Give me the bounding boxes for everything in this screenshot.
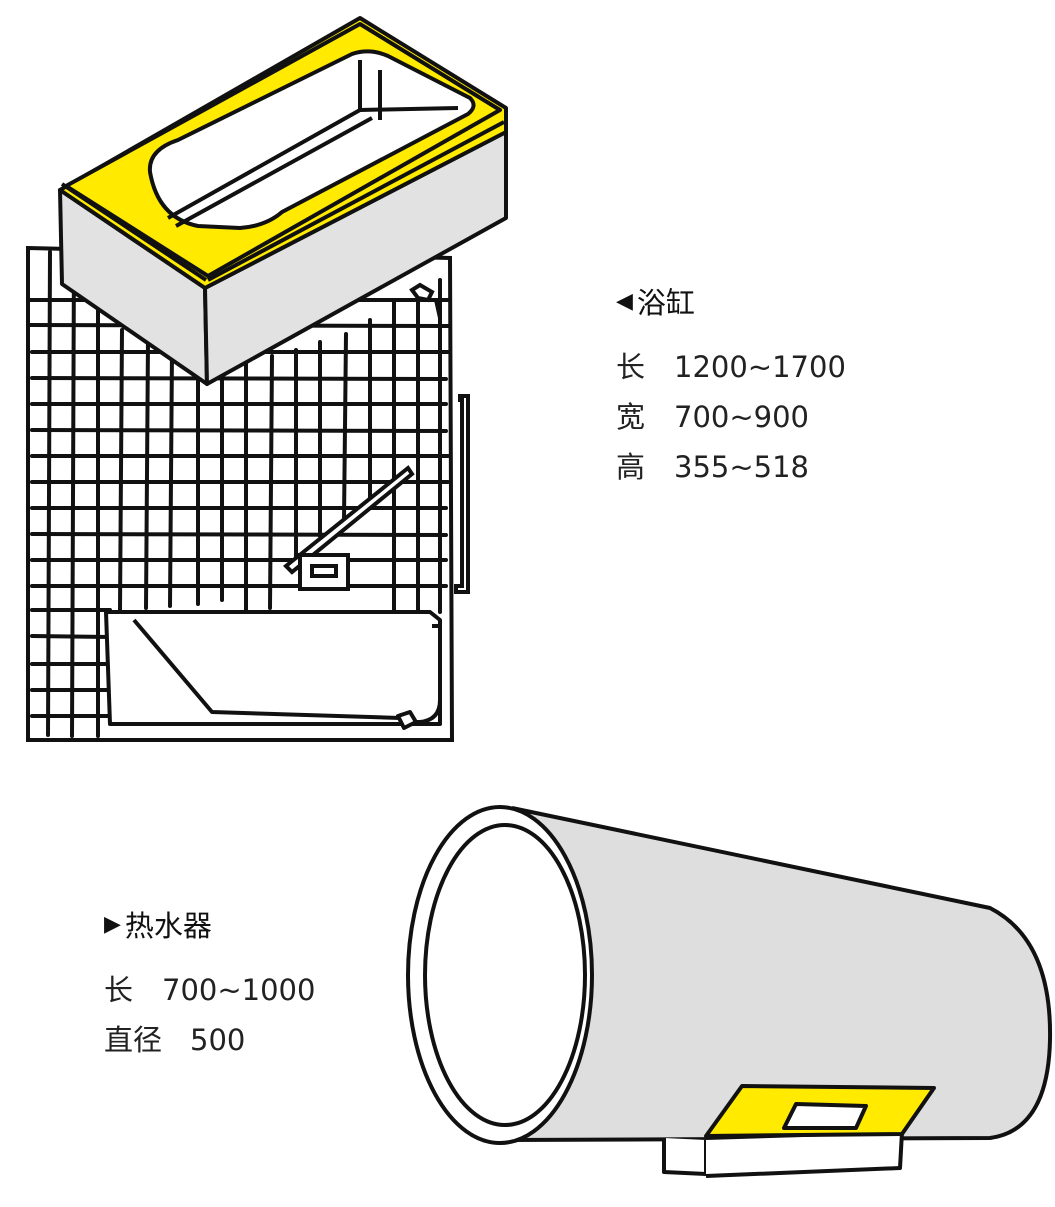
spec-key: 长 <box>616 350 646 384</box>
water-heater-drawing <box>406 805 1053 1178</box>
spec-key: 直径 <box>104 1023 163 1057</box>
bathtub-spec-block: ◀ 浴缸 长 1200~1700 宽 700~900 高 355~518 <box>616 280 846 492</box>
bathtub-title: ◀ 浴缸 <box>616 280 846 322</box>
water-heater-spec-block: ▶ 热水器 长 700~1000 直径 500 <box>104 903 315 1065</box>
spec-key: 高 <box>616 450 646 484</box>
soap-dish <box>298 553 350 591</box>
water-heater-title-text: 热水器 <box>124 909 212 943</box>
spec-key: 宽 <box>616 400 646 434</box>
right-triangle-icon: ▶ <box>104 911 121 937</box>
water-heater-spec-diameter: 直径 500 <box>104 1015 315 1065</box>
tile-wall-grid <box>26 245 455 742</box>
bathtub-title-text: 浴缸 <box>636 286 695 320</box>
spec-value: 500 <box>190 1023 246 1057</box>
tub-floor-profile <box>104 610 442 730</box>
bathtub-drawing <box>58 16 508 386</box>
bathtub-spec-length: 长 1200~1700 <box>616 342 846 392</box>
water-heater-title: ▶ 热水器 <box>104 903 315 945</box>
spec-value: 1200~1700 <box>674 350 846 384</box>
spec-value: 700~900 <box>674 400 810 434</box>
bathtub-spec-height: 高 355~518 <box>616 442 846 492</box>
water-heater-spec-length: 长 700~1000 <box>104 965 315 1015</box>
spec-key: 长 <box>104 973 134 1007</box>
left-triangle-icon: ◀ <box>616 288 633 314</box>
spec-value: 355~518 <box>674 450 810 484</box>
wall-pipe <box>409 282 470 594</box>
spec-value: 700~1000 <box>162 973 316 1007</box>
bathtub-spec-width: 宽 700~900 <box>616 392 846 442</box>
grab-bar <box>283 465 415 575</box>
